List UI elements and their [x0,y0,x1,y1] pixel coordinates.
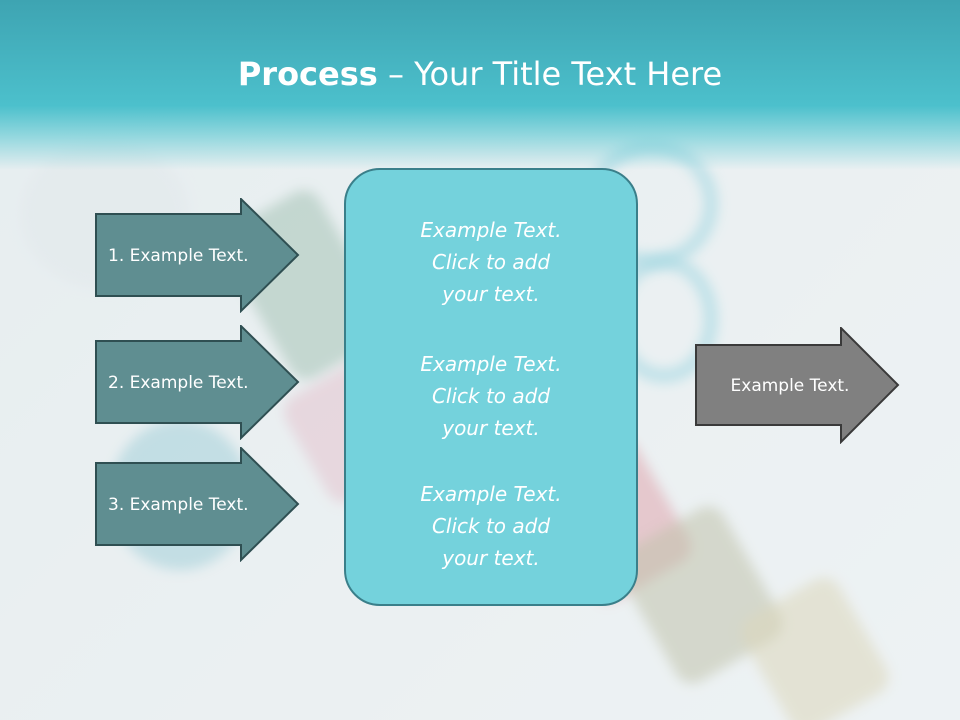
process-step-3-arrow[interactable]: 3. Example Text. [95,447,300,562]
title-band: Process – Your Title Text Here [0,0,960,170]
center-text-line: Click to add [431,514,551,538]
title-bold: Process [237,55,378,93]
center-text-block-2[interactable]: Example Text. Click to add your text. [346,348,636,444]
center-text-block-3[interactable]: Example Text. Click to add your text. [346,478,636,574]
center-text-block-1[interactable]: Example Text. Click to add your text. [346,214,636,310]
arrow-shape [695,327,900,444]
arrow-shape [95,325,300,440]
process-result-label: Example Text. [730,375,850,396]
center-text-line: your text. [442,282,540,306]
center-text-line: Example Text. [420,218,562,242]
center-text-line: Click to add [431,384,551,408]
center-text-line: Click to add [431,250,551,274]
process-step-2-label: 2. Example Text. [108,372,249,393]
process-step-2-arrow[interactable]: 2. Example Text. [95,325,300,440]
slide-title[interactable]: Process – Your Title Text Here [0,52,960,96]
center-process-box[interactable]: Example Text. Click to add your text. Ex… [344,168,638,606]
center-text-line: your text. [442,416,540,440]
process-step-3-label: 3. Example Text. [108,494,249,515]
title-rest: – Your Title Text Here [377,55,723,93]
arrow-shape [95,198,300,313]
process-step-1-arrow[interactable]: 1. Example Text. [95,198,300,313]
center-text-line: your text. [442,546,540,570]
process-step-1-label: 1. Example Text. [108,245,249,266]
center-text-line: Example Text. [420,482,562,506]
arrow-shape [95,447,300,562]
center-text-line: Example Text. [420,352,562,376]
process-result-arrow[interactable]: Example Text. [695,327,900,444]
